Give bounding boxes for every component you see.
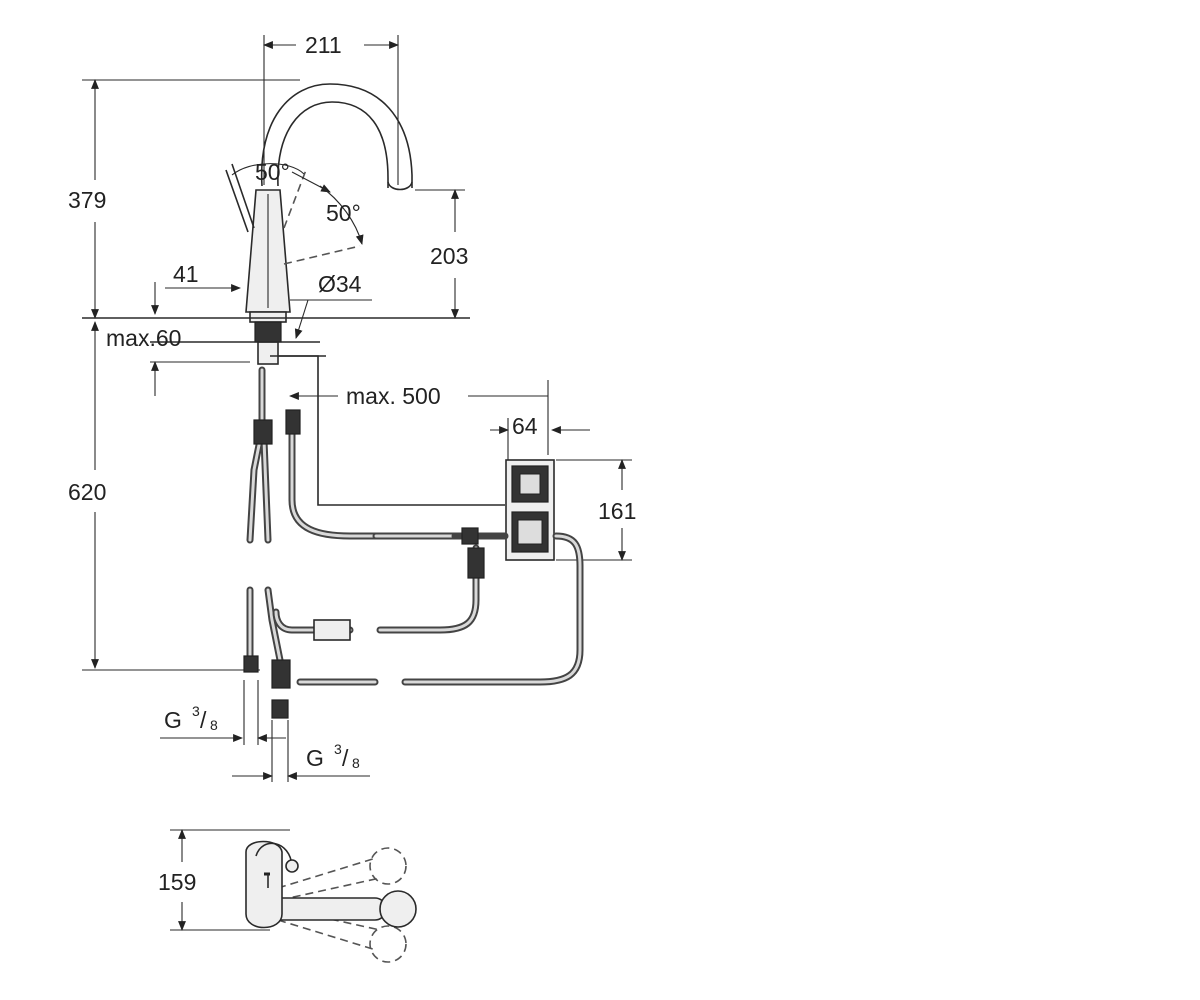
cable bbox=[270, 355, 505, 506]
dim-203-label: 203 bbox=[430, 243, 468, 269]
dim-max60: max.60 bbox=[106, 282, 250, 396]
fittings bbox=[243, 409, 485, 719]
dim-203: 203 bbox=[415, 189, 468, 319]
dim-620-label: 620 bbox=[68, 479, 106, 505]
control-box bbox=[505, 459, 555, 561]
dim-41-label: 41 bbox=[173, 261, 199, 287]
dim-161: 161 bbox=[556, 459, 636, 561]
dim-159-label: 159 bbox=[158, 869, 196, 895]
dim-41: 41 bbox=[165, 261, 241, 292]
dim-thread-right: G 3 / 8 bbox=[232, 720, 370, 782]
faucet-body bbox=[245, 189, 291, 365]
counter-top bbox=[82, 317, 470, 343]
dim-161-label: 161 bbox=[598, 498, 636, 524]
dim-211-label: 211 bbox=[305, 32, 342, 58]
svg-text:/: / bbox=[200, 707, 207, 733]
top-view: 159 bbox=[158, 829, 417, 963]
angle-2-label: 50° bbox=[326, 200, 361, 226]
dim-max60-label: max.60 bbox=[106, 325, 181, 351]
angle-1-label: 50° bbox=[255, 159, 290, 185]
thread-right-label: G bbox=[306, 745, 324, 771]
thread-left-label: G bbox=[164, 707, 182, 733]
hoses bbox=[246, 366, 584, 686]
dim-64-label: 64 bbox=[512, 413, 538, 439]
thread-right-num: 3 bbox=[334, 741, 342, 757]
dim-max500: max. 500 bbox=[289, 380, 549, 455]
thread-left-num: 3 bbox=[192, 703, 200, 719]
dim-34-label: Ø34 bbox=[318, 271, 362, 297]
thread-right-den: 8 bbox=[352, 755, 360, 771]
thread-left-den: 8 bbox=[210, 717, 218, 733]
dim-64: 64 bbox=[490, 413, 590, 460]
dim-379-label: 379 bbox=[68, 187, 106, 213]
spout bbox=[260, 83, 413, 191]
svg-text:/: / bbox=[342, 745, 349, 771]
dim-thread-left: G 3 / 8 bbox=[160, 680, 286, 745]
dim-379: 379 bbox=[68, 79, 300, 319]
dim-620: 620 bbox=[68, 321, 260, 671]
dim-max500-label: max. 500 bbox=[346, 383, 441, 409]
lever-angles: 50° 50° bbox=[225, 159, 364, 265]
dim-211: 211 bbox=[263, 32, 399, 185]
dim-34: Ø34 bbox=[290, 271, 372, 339]
